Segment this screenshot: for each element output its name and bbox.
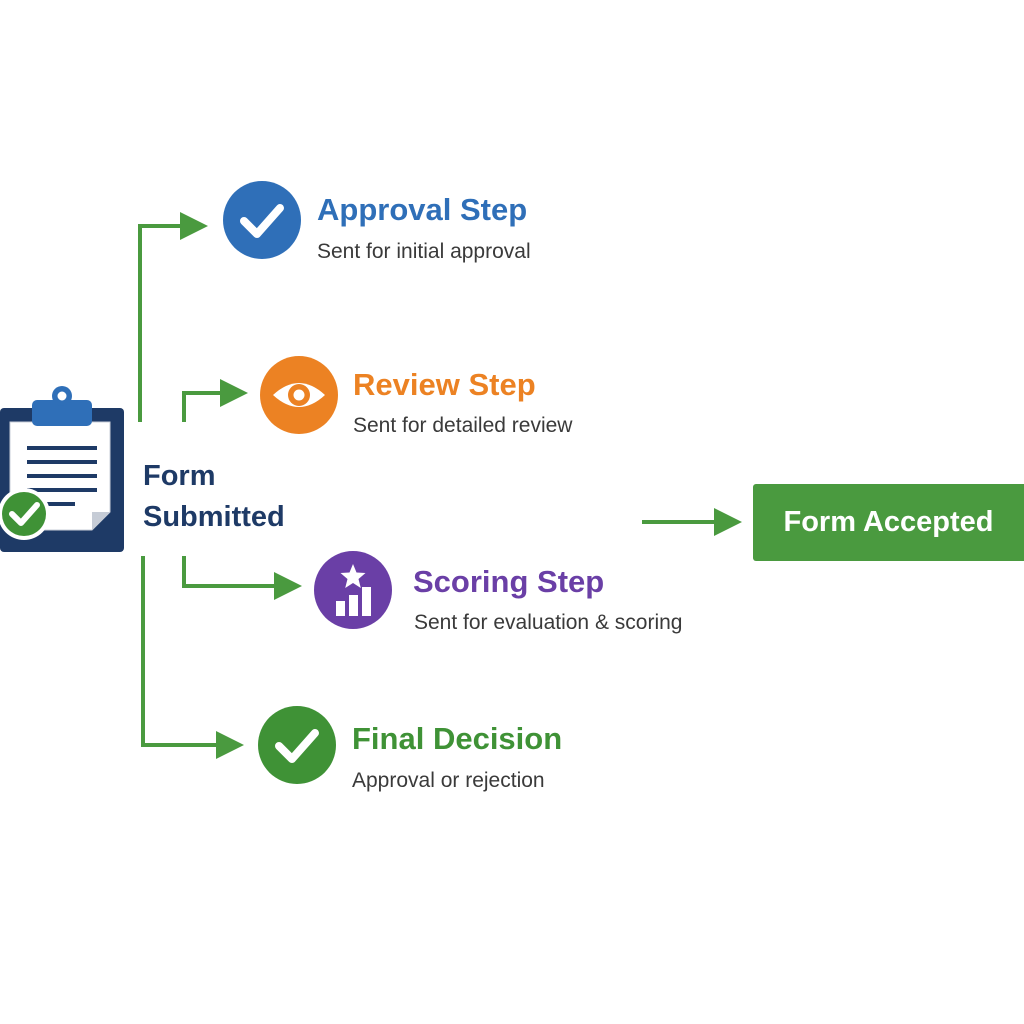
connector-to-final <box>141 556 244 759</box>
step-final-decision: Final Decision Approval or rejection <box>257 705 617 805</box>
checkmark-icon <box>258 706 336 784</box>
step-title: Final Decision <box>352 721 563 756</box>
connector-to-scoring <box>182 556 302 600</box>
step-description: Sent for initial approval <box>317 240 531 263</box>
step-title: Scoring Step <box>413 564 605 599</box>
form-accepted-label: Form Accepted <box>783 506 994 538</box>
source-label-line2: Submitted <box>143 501 285 533</box>
step-description: Sent for detailed review <box>353 414 573 437</box>
form-accepted-box: Form Accepted <box>753 484 1024 561</box>
source-label: Form Submitted <box>143 456 285 538</box>
eye-icon <box>260 356 338 434</box>
step-description: Sent for evaluation & scoring <box>414 611 683 634</box>
star-bar-chart-icon <box>314 551 392 629</box>
connector-to-approval <box>138 212 208 422</box>
step-description: Approval or rejection <box>352 769 545 792</box>
clipboard-check-icon <box>0 386 124 552</box>
step-review: Review Step Sent for detailed review <box>259 355 619 455</box>
step-approval: Approval Step Sent for initial approval <box>222 180 582 280</box>
step-title: Review Step <box>353 367 536 402</box>
connector-to-review <box>182 379 248 422</box>
source-label-line1: Form <box>143 460 216 492</box>
step-title: Approval Step <box>317 192 528 227</box>
step-scoring: Scoring Step Sent for evaluation & scori… <box>313 550 723 650</box>
checkmark-icon <box>223 181 301 259</box>
